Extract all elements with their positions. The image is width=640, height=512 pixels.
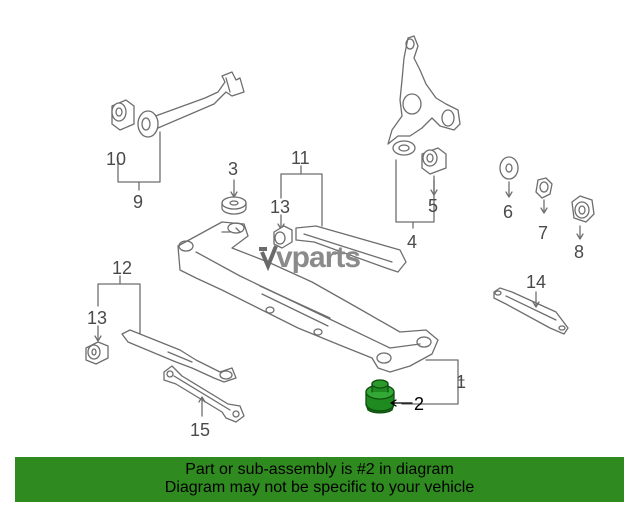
callout-12-bracket xyxy=(97,283,141,335)
callout-1: 1 xyxy=(456,372,466,392)
svg-text:vparts: vparts xyxy=(276,241,360,274)
banner-line-1: Part or sub-assembly is #2 in diagram xyxy=(185,461,454,478)
part-13-bushing-upper xyxy=(273,225,293,249)
part-2-bushing-highlighted xyxy=(365,379,395,414)
vparts-logo: vparts xyxy=(259,241,361,274)
callout-3: 3 xyxy=(228,159,238,179)
part-8-bushing xyxy=(571,195,595,223)
part-9-control-arm xyxy=(137,71,245,138)
part-10-bushing xyxy=(111,99,135,131)
callout-5: 5 xyxy=(428,196,438,216)
callout-12: 12 xyxy=(112,258,132,278)
part-14-link xyxy=(493,287,569,335)
part-4-knuckle xyxy=(387,35,461,156)
part-5-bushing xyxy=(421,147,447,175)
callout-8: 8 xyxy=(574,242,584,262)
part-7-nut xyxy=(535,177,553,199)
part-3-washer xyxy=(221,196,247,215)
callout-4-bracket xyxy=(395,159,435,223)
callout-14: 14 xyxy=(526,272,546,292)
part-info-banner: Part or sub-assembly is #2 in diagram Di… xyxy=(15,457,624,502)
parts-diagram: vparts 10 9 3 11 13 5 4 6 7 8 12 13 14 1… xyxy=(85,35,595,440)
part-13-bushing-left xyxy=(85,341,109,365)
callout-15: 15 xyxy=(190,420,210,440)
callout-1-bracket xyxy=(401,359,459,405)
banner-line-2: Diagram may not be specific to your vehi… xyxy=(164,479,475,496)
callout-6: 6 xyxy=(503,202,513,222)
callout-13-lower: 13 xyxy=(87,308,107,328)
part-6-washer xyxy=(499,156,519,180)
callout-9: 9 xyxy=(133,192,143,212)
callout-2: 2 xyxy=(414,394,424,414)
part-1-crossmember xyxy=(177,221,439,373)
callout-7: 7 xyxy=(538,223,548,243)
callout-13-upper: 13 xyxy=(270,197,290,217)
callout-4: 4 xyxy=(407,232,417,252)
callout-10: 10 xyxy=(106,149,126,169)
part-12-lateral-link xyxy=(121,329,237,383)
callout-11: 11 xyxy=(291,148,310,168)
part-15-link xyxy=(163,365,245,423)
